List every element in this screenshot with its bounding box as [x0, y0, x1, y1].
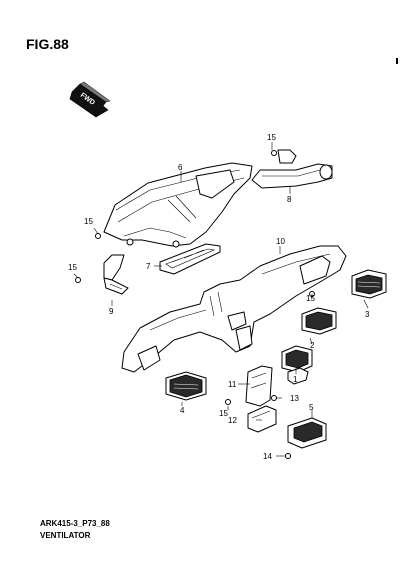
callout-11: 11 — [228, 380, 237, 389]
defroster-nozzle-part — [103, 162, 253, 248]
vent-cap-1 — [287, 367, 309, 385]
callout-6: 6 — [178, 163, 183, 172]
callout-5: 5 — [309, 403, 314, 412]
callout-12: 12 — [228, 416, 237, 425]
callout-15-left: 15 — [84, 217, 93, 226]
vent-louver-2 — [281, 345, 313, 373]
callout-8: 8 — [287, 195, 292, 204]
callout-14: 14 — [263, 452, 272, 461]
lower-bracket-12 — [247, 405, 277, 433]
callout-3: 3 — [365, 310, 370, 319]
center-duct-part — [121, 245, 347, 373]
vent-louver-3 — [351, 269, 387, 299]
callout-10: 10 — [276, 237, 285, 246]
callout-9: 9 — [109, 307, 114, 316]
vent-louver-4 — [165, 371, 207, 401]
callout-15-bottom: 15 — [219, 409, 228, 418]
side-bracket-part — [103, 254, 129, 295]
connector-duct-part — [245, 365, 273, 407]
callout-1: 1 — [293, 375, 298, 384]
callouts: 6 15 8 15 7 15 9 10 15 3 2 1 4 11 15 13 … — [68, 133, 370, 461]
corner-mark — [396, 58, 398, 64]
figure-title: FIG.88 — [26, 36, 69, 52]
callout-2: 2 — [310, 341, 315, 350]
callout-15-top: 15 — [267, 133, 276, 142]
fwd-arrow: FWD — [69, 81, 111, 118]
leader-lines — [73, 142, 369, 457]
vent-louver-5 — [287, 417, 327, 449]
callout-15-mid: 15 — [68, 263, 77, 272]
side-duct-part — [251, 163, 333, 189]
callout-4: 4 — [180, 406, 185, 415]
figure-name: VENTILATOR — [40, 531, 91, 540]
duct-bracket-part — [271, 149, 297, 164]
callout-15-right: 15 — [306, 294, 315, 303]
callout-13: 13 — [290, 394, 299, 403]
vent-louver-center — [301, 307, 337, 335]
seal-part — [159, 243, 221, 275]
callout-7: 7 — [146, 262, 151, 271]
figure-code: ARK415-3_P73_88 — [40, 519, 110, 528]
